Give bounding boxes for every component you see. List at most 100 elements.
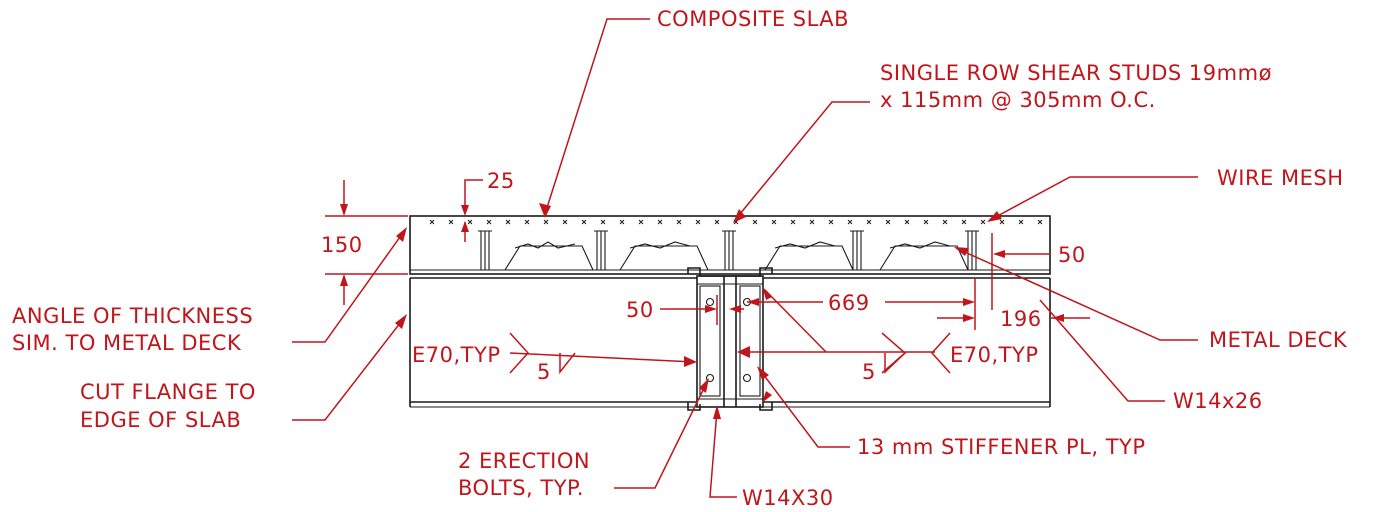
shear-studs [478, 230, 979, 270]
arrowhead [733, 209, 746, 223]
label-weld-right: E70,TYP [950, 343, 1038, 367]
dim-beam-length: 669 [828, 291, 870, 315]
w14x26-beams [409, 277, 1051, 408]
mesh-mark [467, 219, 473, 225]
mesh-mark [638, 219, 644, 225]
arrowhead [963, 314, 975, 322]
wire-mesh [429, 219, 1043, 225]
erection-bolt [705, 373, 715, 383]
mesh-mark [885, 219, 891, 225]
mesh-mark [695, 219, 701, 225]
arrowhead [705, 305, 717, 313]
weld-leader-left [509, 352, 695, 363]
w14x30-girder [687, 267, 773, 411]
mesh-mark [923, 219, 929, 225]
mesh-mark [904, 219, 910, 225]
deck-flute-top [514, 241, 576, 249]
arrowhead [729, 305, 741, 313]
arrowhead [461, 205, 469, 216]
mesh-mark [809, 219, 815, 225]
leader-cut-flange [292, 317, 405, 421]
arrowhead [737, 346, 750, 358]
deck-flute [764, 245, 854, 271]
composite-slab-outline [409, 215, 1051, 275]
girder-bottom-cope [687, 402, 773, 411]
annotation-leaders [292, 18, 1198, 498]
mesh-mark [980, 219, 986, 225]
mesh-mark [790, 219, 796, 225]
stiffener-plate-left [699, 285, 721, 397]
labels: COMPOSITE SLAB SINGLE ROW SHEAR STUDS 19… [12, 7, 1348, 510]
leader-metal-deck [957, 248, 1198, 341]
mesh-mark [942, 219, 948, 225]
deck-flute-top [889, 241, 951, 249]
label-w14x30: W14X30 [742, 486, 834, 510]
arrowhead [1052, 314, 1064, 322]
mesh-mark [676, 219, 682, 225]
arrowhead [699, 378, 709, 393]
arrowhead [963, 298, 975, 306]
arrowhead [954, 247, 969, 256]
label-cut-flange-line2: EDGE OF SLAB [80, 408, 241, 432]
deck-flute [504, 245, 594, 271]
label-weld-size-right: 5 [862, 360, 876, 384]
dim-mesh-cover: 25 [487, 169, 515, 193]
dim-stud-offset: 196 [1000, 307, 1042, 331]
weld-arrow-right [881, 332, 907, 374]
arrowhead [395, 314, 407, 329]
arrowhead [396, 227, 407, 242]
dim-line [464, 179, 483, 213]
arrowhead [713, 405, 721, 419]
label-shear-studs-line1: SINGLE ROW SHEAR STUDS 19mmø [880, 61, 1272, 85]
deck-flute [879, 245, 969, 271]
arrowhead [461, 221, 469, 232]
shear-stud [594, 230, 608, 270]
dim-slab-depth: 150 [321, 233, 363, 257]
mesh-mark [657, 219, 663, 225]
label-angle-line1: ANGLE OF THICKNESS [12, 304, 253, 328]
arrowhead [340, 204, 348, 216]
mesh-mark [524, 219, 530, 225]
label-angle-line2: SIM. TO METAL DECK [12, 331, 242, 355]
shear-stud [965, 230, 979, 270]
dim-edge-right: 50 [1058, 243, 1086, 267]
arrowhead [757, 366, 769, 380]
label-weld-size-left: 5 [537, 360, 551, 384]
erection-bolt [705, 297, 715, 307]
mesh-mark [714, 219, 720, 225]
structure-linework [409, 215, 1051, 411]
label-erection-bolts-line2: BOLTS, TYP. [458, 476, 584, 500]
arrowhead [684, 356, 697, 367]
label-cut-flange-line1: CUT FLANGE TO [80, 380, 256, 404]
mesh-mark [828, 219, 834, 225]
girder-outline [696, 275, 764, 408]
deck-flute [619, 245, 709, 271]
weld-multi-leader [764, 289, 827, 353]
arrowhead [340, 274, 348, 286]
shear-stud [478, 230, 492, 270]
weld-tail-right [930, 332, 951, 374]
mesh-mark [999, 219, 1005, 225]
leader-stiffener [759, 369, 850, 448]
leader-w14x26 [1039, 299, 1165, 402]
weld-tail-left [509, 332, 530, 374]
label-composite-slab: COMPOSITE SLAB [657, 7, 849, 31]
shear-stud [850, 230, 864, 270]
mesh-mark [961, 219, 967, 225]
mesh-mark [543, 219, 549, 225]
erection-bolt [742, 373, 752, 383]
mesh-mark [600, 219, 606, 225]
leader-composite-slab [544, 18, 650, 215]
dim-gap-left: 50 [626, 298, 654, 322]
mesh-mark [1018, 219, 1024, 225]
deck-flute-top [629, 241, 691, 249]
label-metal-deck: METAL DECK [1209, 328, 1348, 352]
label-shear-studs-line2: x 115mm @ 305mm O.C. [880, 88, 1156, 112]
mesh-mark [486, 219, 492, 225]
arrowhead [993, 250, 1005, 258]
mesh-mark [771, 219, 777, 225]
label-wire-mesh: WIRE MESH [1217, 166, 1344, 190]
leader-wire-mesh [989, 176, 1198, 221]
